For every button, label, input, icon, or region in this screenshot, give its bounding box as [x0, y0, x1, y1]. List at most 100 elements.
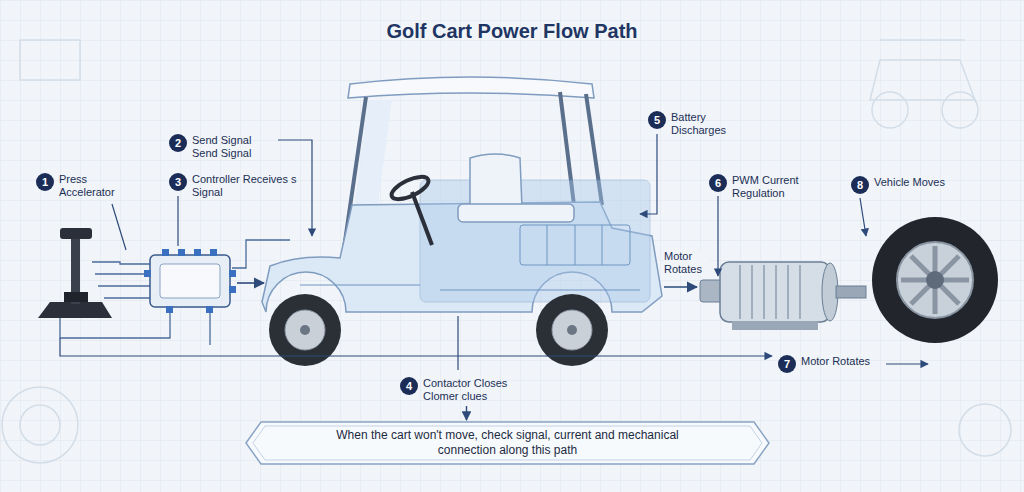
watermark-wheel: [20, 405, 60, 445]
controller-pin: [194, 249, 201, 256]
motor-mount: [732, 321, 818, 330]
callout-label: Press Accelerator: [59, 173, 135, 199]
controller-pin: [166, 306, 173, 313]
cart-wheel: [536, 294, 608, 366]
callout: 5 Battery Discharges: [648, 111, 737, 137]
callout: 1 Press Accelerator: [36, 173, 135, 199]
battery-cell: [602, 225, 603, 265]
controller-pin: [178, 249, 185, 256]
controller-pin: [229, 270, 236, 277]
callout: 2 Send SignalSend Signal: [169, 134, 276, 160]
callout: 8 Vehicle Moves: [851, 176, 945, 194]
connector-arrow: [466, 406, 467, 420]
cart-seat: [458, 204, 574, 222]
callout-number: 2: [169, 134, 187, 152]
steering-wheel: [388, 172, 431, 203]
band-text: When the cart won't move, check signal, …: [316, 428, 700, 458]
accelerator-pedal: [38, 228, 112, 318]
wire: [98, 285, 150, 286]
cart-roof: [348, 77, 594, 98]
callout-label-group: Controller Receives s Signal: [192, 173, 300, 199]
callout-label-group: Send SignalSend Signal: [192, 134, 276, 160]
controller-pin: [162, 249, 169, 256]
watermark-wheel: [959, 404, 1011, 456]
cart-rim: [552, 310, 592, 350]
callout-label: Send Signal: [192, 147, 276, 160]
motor-fin: [751, 265, 753, 319]
leader-line: [860, 198, 866, 236]
controller-panel: [160, 264, 220, 298]
callout-label-group: Press Accelerator: [59, 173, 135, 199]
pedal-hinge: [64, 292, 88, 302]
golf-cart: [262, 77, 662, 366]
tire: [872, 217, 998, 343]
controller-body: [150, 255, 230, 307]
signal-wires: [60, 240, 290, 345]
wire: [60, 307, 170, 338]
leader-line: [177, 196, 178, 246]
callout-label-group: Contactor ClosesClomer clues: [423, 377, 533, 403]
callout: 6 PWM Current Regulation: [709, 174, 812, 200]
motor-body: [720, 262, 830, 322]
cart-seat-back: [470, 154, 522, 208]
cart-hub: [300, 325, 310, 335]
wire: [104, 297, 150, 298]
callout-label: Battery Discharges: [671, 111, 737, 137]
pedal-base: [38, 302, 112, 318]
callout: 3 Controller Receives s Signal: [169, 173, 300, 199]
motor-fin: [799, 265, 801, 319]
leader-lines: [60, 134, 928, 370]
callout-number: 8: [851, 176, 869, 194]
callout-label: Motor Rotates: [801, 355, 870, 368]
wire: [92, 262, 150, 264]
rim: [897, 242, 973, 318]
watermark-wheel: [872, 92, 908, 128]
callout-number: 3: [169, 173, 187, 191]
callout-label-group: Battery Discharges: [671, 111, 737, 137]
leader-line: [278, 140, 312, 236]
caption-band: When the cart won't move, check signal, …: [245, 421, 770, 465]
cart-blueprint-overlay: [420, 180, 650, 302]
motor-fins: [740, 265, 800, 319]
watermark-sketch: [2, 40, 1011, 463]
callout-number: 5: [648, 111, 666, 129]
callout: 7Motor Rotates: [778, 355, 870, 373]
hub: [926, 271, 944, 289]
callout-label-group: Vehicle Moves: [874, 176, 945, 189]
cart-rim: [285, 310, 325, 350]
callout-label: Contactor Closes: [423, 377, 533, 390]
cart-hub: [567, 325, 577, 335]
cart-wheel: [269, 294, 341, 366]
rim-spokes: [901, 246, 969, 314]
leader-line: [640, 134, 657, 214]
pedal-pad: [60, 228, 92, 239]
part-label: Motor Rotates: [664, 250, 710, 276]
callout-label-group: Motor Rotates: [801, 355, 870, 368]
cable: [440, 290, 640, 291]
controller-pin: [210, 249, 217, 256]
controller-box: [144, 249, 236, 313]
battery-pack: [520, 225, 630, 265]
leader-line: [457, 316, 458, 370]
battery-cell: [547, 225, 548, 265]
motor-fin: [763, 265, 765, 319]
callout-label-group: PWM Current Regulation: [732, 174, 812, 200]
flow-arrow: [237, 282, 264, 284]
motor-fin: [739, 265, 741, 319]
callout-label: Controller Receives s Signal: [192, 173, 300, 199]
drive-wheel: [872, 217, 998, 343]
cable: [300, 285, 420, 286]
motor-fin: [787, 265, 789, 319]
callout-label: Clomer clues: [423, 390, 533, 403]
watermark-wheel: [2, 387, 78, 463]
flow-arrow: [664, 286, 697, 288]
leader-line: [112, 204, 126, 250]
callout-number: 6: [709, 174, 727, 192]
watermark-cart: [870, 40, 975, 100]
callout-number: 1: [36, 173, 54, 191]
flow-line: [60, 338, 772, 356]
steering-column: [412, 192, 432, 245]
flow-arrow: [886, 363, 928, 364]
